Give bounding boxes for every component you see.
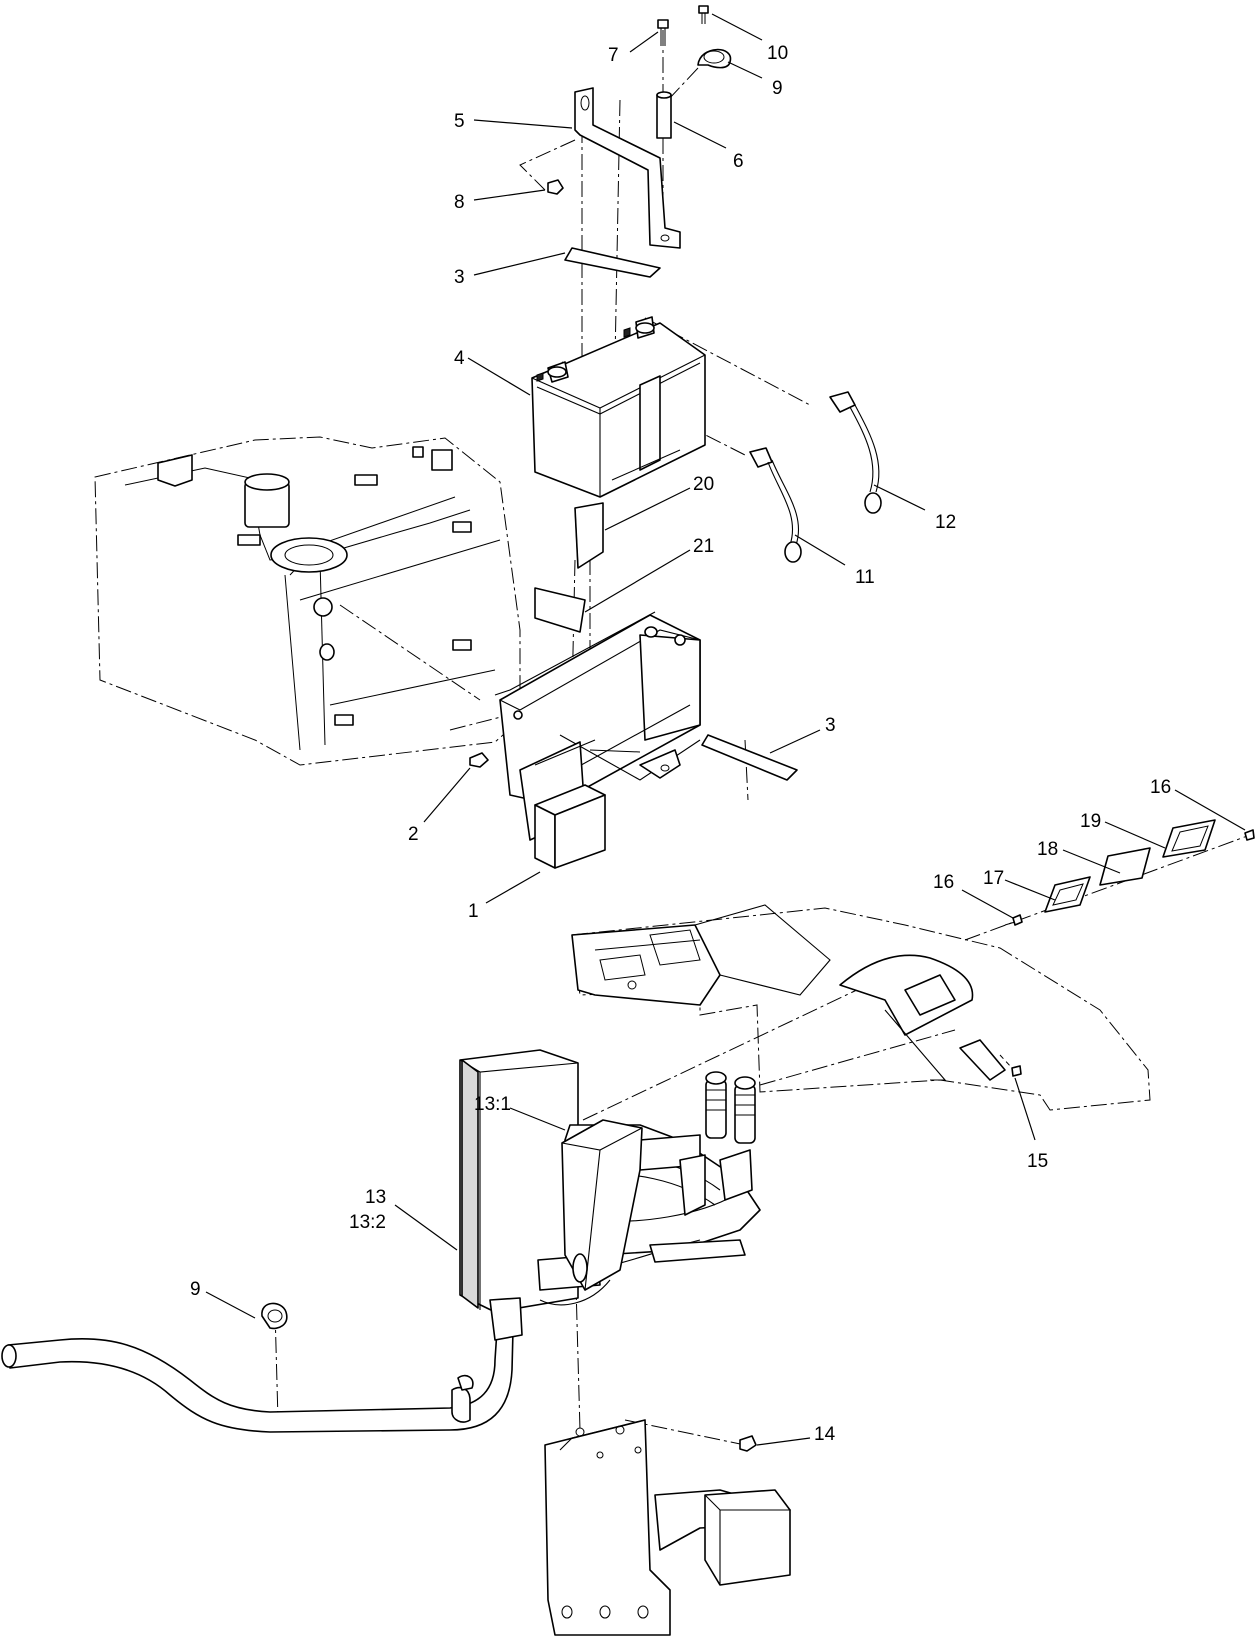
callout-16-lower: 16 [933,872,954,893]
screw-15 [1011,1065,1022,1077]
callout-18: 18 [1037,839,1058,860]
pad-21 [534,587,586,633]
bolt-2 [469,752,489,768]
callout-9: 9 [772,78,783,99]
callout-15: 15 [1027,1151,1048,1172]
screw-16-lower [1004,914,1023,926]
bezel-19 [1162,819,1216,858]
pad-3-upper [564,247,661,278]
mount-bracket [544,1419,791,1636]
pad-3-lower [701,734,798,781]
clamp-9-upper [697,48,732,69]
callout-labels: 10 7 9 5 6 8 3 4 20 12 21 11 3 2 16 19 1… [190,43,1171,1445]
callout-10: 10 [767,43,788,64]
callout-12: 12 [935,512,956,533]
callout-5: 5 [454,111,465,132]
callout-21: 21 [693,536,714,557]
fuel-tank [94,436,521,766]
callout-14: 14 [814,1424,836,1445]
callout-19: 19 [1080,811,1101,832]
callout-20: 20 [693,474,714,495]
callout-4: 4 [454,348,465,369]
spacer-6 [656,91,672,139]
callout-8: 8 [454,192,465,213]
callout-17: 17 [983,868,1004,889]
battery-4 [531,316,706,498]
battery-cable-12 [829,391,882,514]
alignment-lines [274,30,1251,1446]
callout-13-1: 13:1 [474,1094,511,1115]
callout-13: 13 [365,1187,386,1208]
callout-1: 1 [468,901,479,922]
callout-2: 2 [408,824,419,845]
battery-cable-11 [749,447,802,563]
callout-7: 7 [608,45,619,66]
gasket-17 [1044,876,1091,913]
cover-13-1 [561,1119,643,1291]
callout-9-lower: 9 [190,1279,201,1300]
plate-18 [1099,847,1151,886]
hold-down-bracket-5 [574,87,681,249]
pad-20 [574,502,604,569]
clamp-9-lower [261,1302,288,1330]
callout-13-2: 13:2 [349,1212,386,1233]
screw-16-upper [1244,829,1255,841]
bolt-14 [739,1435,757,1452]
seat-support [571,904,1151,1111]
control-tube [1,1297,523,1433]
callout-3: 3 [454,267,465,288]
callout-6: 6 [733,151,744,172]
callout-3-lower: 3 [825,715,836,736]
callout-11: 11 [855,567,875,588]
screw-10 [698,5,709,24]
bolt-7 [657,19,669,46]
bolt-8 [547,179,564,195]
leader-lines [205,13,1246,1446]
callout-16: 16 [1150,777,1171,798]
battery-box-1 [534,784,606,869]
